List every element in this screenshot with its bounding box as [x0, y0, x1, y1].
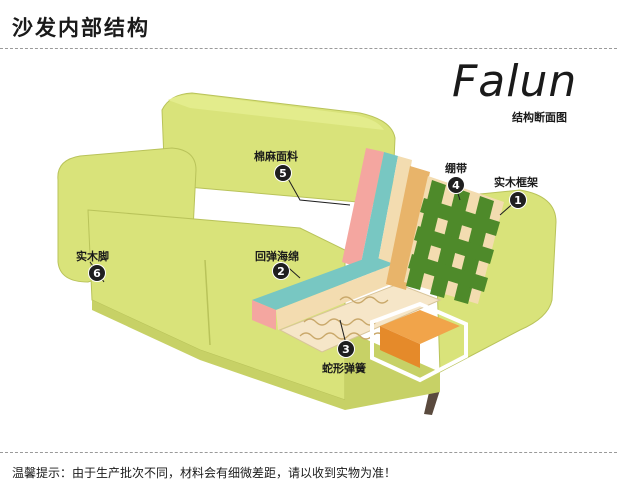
- footer-divider: [0, 452, 617, 453]
- seat-foam-teal: [252, 256, 394, 310]
- part-label-foam: 回弹海绵: [255, 250, 299, 263]
- sofa-back-top: [168, 94, 384, 130]
- part-badge-5: 5: [274, 164, 292, 182]
- webbing-straps: [406, 180, 500, 304]
- sofa-base: [345, 330, 440, 410]
- seat-foam-beige: [276, 264, 396, 330]
- part-label-wood-frame: 实木框架: [494, 176, 538, 189]
- sofa-leg-right: [424, 388, 440, 415]
- front-frame-block: [380, 310, 460, 344]
- part-badge-6: 6: [88, 264, 106, 282]
- front-frame-outline: [370, 301, 468, 383]
- part-badge-2: 2: [272, 262, 290, 280]
- front-frame-block-side: [380, 326, 420, 368]
- sofa-seat-cushion-line: [204, 259, 211, 346]
- back-wood-frame: [386, 166, 430, 290]
- back-foam-beige: [376, 156, 412, 276]
- sofa-seat-front: [92, 300, 345, 410]
- spring-bed: [278, 283, 442, 353]
- brand-subtitle: 结构断面图: [512, 111, 567, 124]
- part-badge-4: 4: [447, 176, 465, 194]
- page-title: 沙发内部结构: [12, 16, 150, 40]
- part-label-fabric: 棉麻面料: [254, 150, 298, 163]
- footer-note: 温馨提示：由于生产批次不同，材料会有细微差距，请以收到实物为准！: [12, 466, 397, 480]
- brand-logo: Falun: [452, 56, 578, 107]
- back-foam-teal: [360, 152, 398, 272]
- title-divider: [0, 48, 617, 49]
- part-label-legs: 实木脚: [76, 250, 109, 263]
- part-badge-1: 1: [509, 191, 527, 209]
- back-foam-pink: [342, 148, 384, 268]
- part-label-springs: 蛇形弹簧: [322, 362, 366, 375]
- part-badge-3: 3: [337, 340, 355, 358]
- part-label-webbing: 绷带: [445, 162, 467, 175]
- seat-foam-pink: [252, 300, 276, 330]
